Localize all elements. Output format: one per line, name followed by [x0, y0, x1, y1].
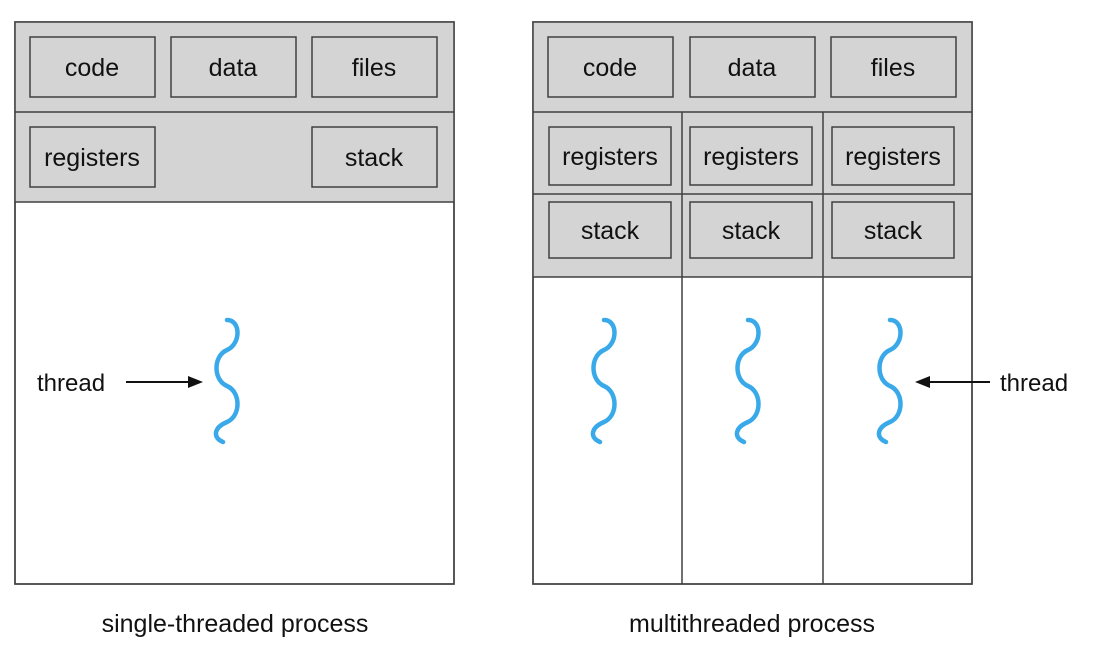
multi-thread-label: thread [1000, 370, 1068, 397]
multi-stack-box-1: stack [548, 201, 672, 259]
single-thread-label: thread [37, 370, 105, 397]
multi-stack-label-3: stack [864, 217, 923, 245]
multi-files-label: files [871, 54, 915, 82]
single-caption: single-threaded process [102, 610, 369, 638]
single-stack-box: stack [311, 126, 438, 188]
multi-registers-label-2: registers [703, 143, 799, 171]
single-code-label: code [65, 54, 119, 82]
multi-data-box: data [689, 36, 816, 98]
multi-thread-arrow [915, 376, 990, 388]
single-data-label: data [209, 54, 258, 82]
single-thread-squiggle [216, 320, 238, 442]
multi-thread-squiggle-3 [879, 320, 901, 442]
multi-stack-label-2: stack [722, 217, 781, 245]
single-data-box: data [170, 36, 297, 98]
multi-stack-label-1: stack [581, 217, 640, 245]
multi-registers-label-3: registers [845, 143, 941, 171]
multi-thread-squiggle-2 [737, 320, 759, 442]
multi-code-label: code [583, 54, 637, 82]
multi-caption: multithreaded process [629, 610, 875, 638]
multi-files-box: files [830, 36, 957, 98]
multi-thread-squiggle-1 [593, 320, 615, 442]
multi-registers-box-3: registers [831, 126, 955, 186]
multithreaded-process: code data files registers registers regi… [532, 21, 1068, 638]
multi-registers-label-1: registers [562, 143, 658, 171]
multi-process-border [532, 21, 973, 585]
single-stack-label: stack [345, 144, 404, 172]
single-threaded-process: code data files registers stack thread s… [14, 21, 455, 638]
multi-registers-box-2: registers [689, 126, 813, 186]
single-files-box: files [311, 36, 438, 98]
multi-code-box: code [547, 36, 674, 98]
multi-data-label: data [728, 54, 777, 82]
multi-stack-box-3: stack [831, 201, 955, 259]
single-files-label: files [352, 54, 396, 82]
single-process-border [14, 21, 455, 585]
single-registers-label: registers [44, 144, 140, 172]
single-thread-arrow [126, 376, 203, 388]
multi-registers-box-1: registers [548, 126, 672, 186]
single-code-box: code [29, 36, 156, 98]
single-registers-box: registers [29, 126, 156, 188]
multi-stack-box-2: stack [689, 201, 813, 259]
